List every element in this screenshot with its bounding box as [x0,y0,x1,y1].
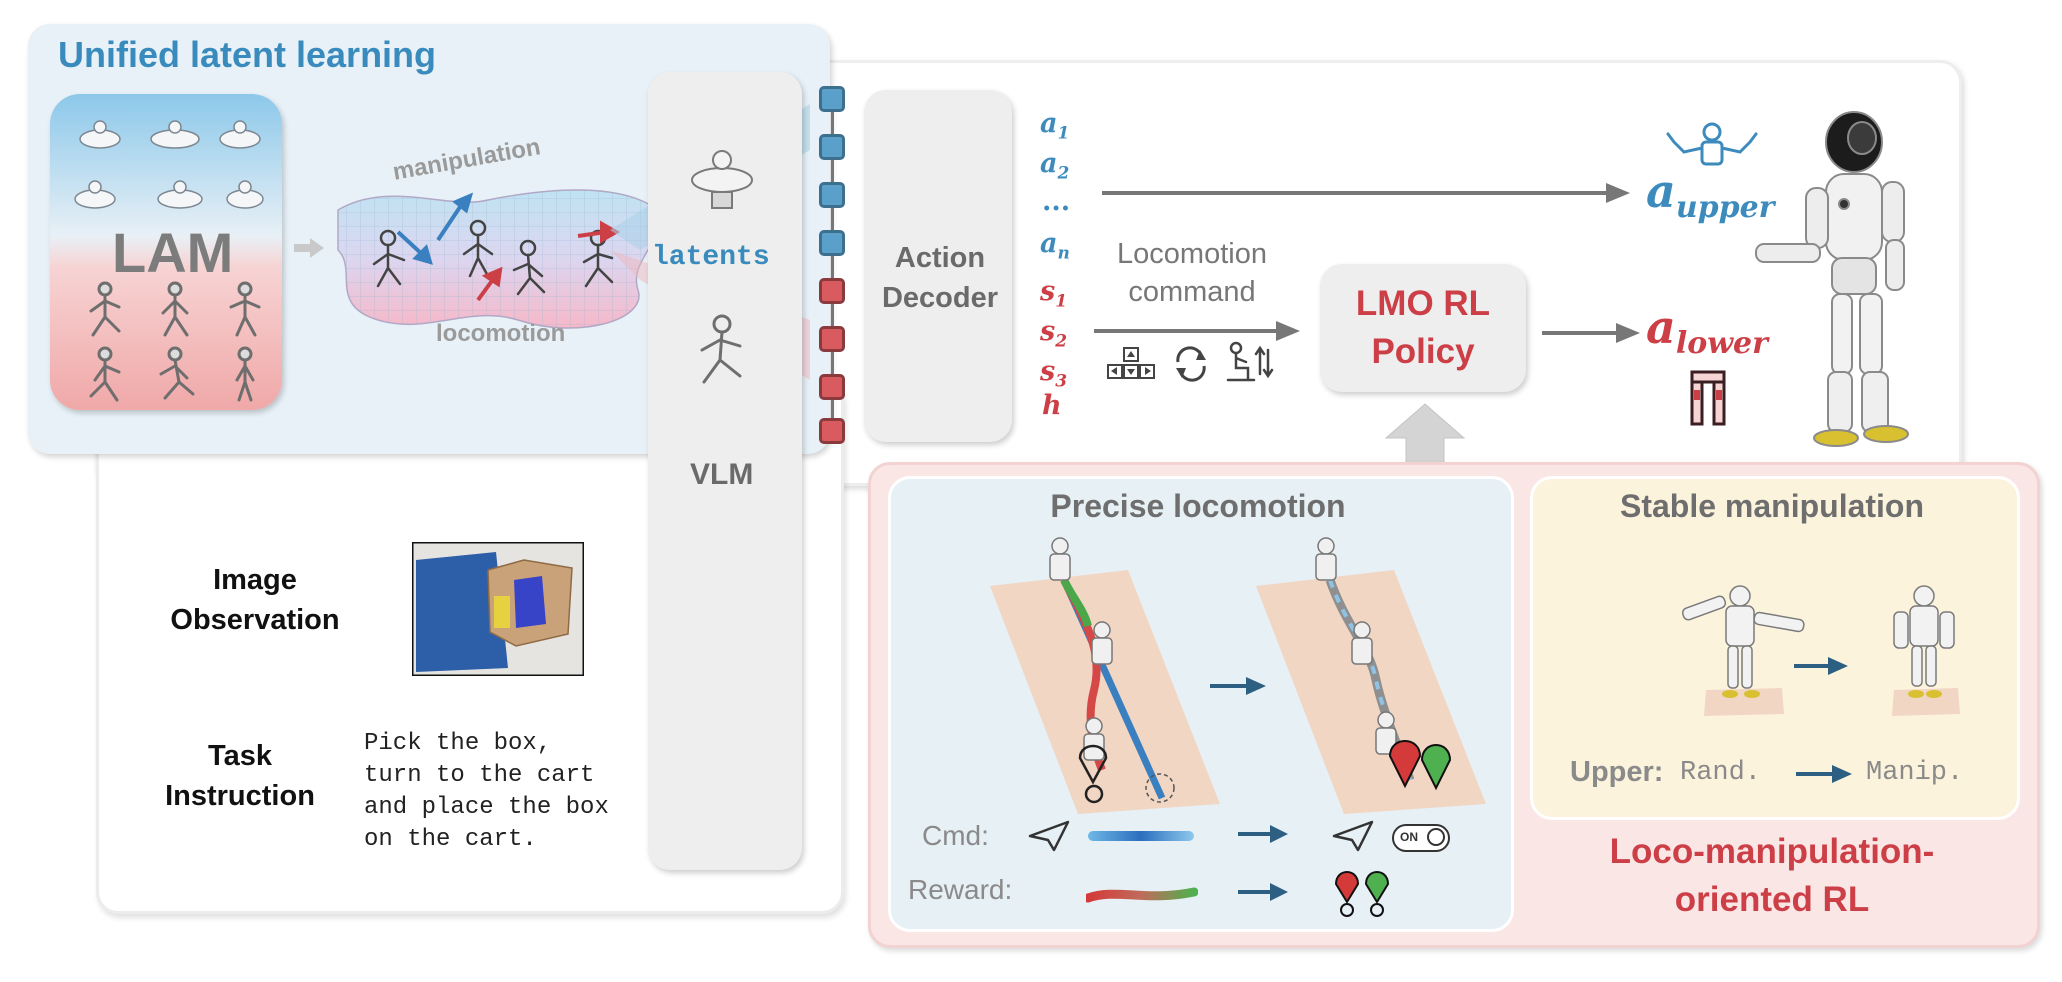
command-arrow [1094,321,1300,341]
action-decoder-line2: Decoder [881,282,999,314]
keyboard-arrows-icon [1107,347,1155,379]
manip-random-robot [1681,585,1805,716]
lam-robot-thumbnails [74,120,264,402]
image-observation-line2: Observation [170,604,340,636]
vlm-robot-manip-thumb [691,150,753,209]
locomotion-command-line2: command [1128,276,1256,308]
reward-result-pins-icon [1334,871,1390,917]
stable-manipulation-title: Stable manipulation [1619,488,1925,524]
seq-s3: s3 [1040,356,1068,392]
instruction-line: turn to the cart [364,762,595,789]
unified-latent-title: Unified latent learning [58,34,437,75]
latent-token-upper [819,134,845,160]
instruction-line: and place the box [364,794,609,821]
cmd-toggle-knob [1427,828,1445,846]
rotate-icon [1176,346,1206,382]
upper-action-arrow [1102,183,1630,203]
sit-stand-icon [1226,341,1274,382]
seq-a2: a2 [1040,148,1070,184]
vlm-label: VLM [690,458,754,491]
lmo-policy-card [1320,264,1526,392]
rl-title-line1: Loco-manipulation- [1609,832,1935,871]
task-instruction-line1: Task [208,740,272,772]
manip-stable-robot [1892,585,1960,716]
action-decoder-line1: Action [894,242,986,274]
latent-token-upper [819,86,845,112]
upper-to-value: Manip. [1866,758,1964,788]
cmd-send-icon [1028,820,1070,852]
latent-token-lower [819,278,845,304]
locomotion-command-line1: Locomotion [1117,238,1267,270]
seq-s2: s2 [1040,316,1068,352]
manip-stage-arrow [1794,657,1848,675]
reward-label: Reward: [908,874,1013,905]
latent-manifold [337,189,661,329]
cmd-toggle-text: ON [1400,830,1418,844]
locomotion-before-scene [990,537,1220,814]
a-lower-output: alower [1646,300,1768,362]
latent-token-lower [819,326,845,352]
cmd-result-arrow [1238,825,1288,843]
humanoid-robot-image [1755,111,1909,447]
latents-label: latents [652,242,770,273]
cmd-toggle: ON [1392,824,1450,852]
instruction-line: Pick the box, [364,730,552,757]
upper-from-value: Rand. [1680,758,1762,788]
vlm-robot-loco-thumb [700,314,742,384]
cmd-gradient-bar [1088,831,1194,841]
lam-to-manifold-arrow [294,238,324,258]
action-decoder-card [864,90,1012,442]
policy-lower-arrow [1542,323,1640,343]
upper-transition-arrow [1796,765,1852,783]
latent-token-lower [819,418,845,444]
a-upper-output: aupper [1646,164,1775,226]
upper-body-icon [1666,122,1758,166]
reward-gradient-bar [1086,887,1198,903]
seq-an: an [1040,228,1070,264]
cmd-label: Cmd: [922,820,989,851]
stable-manipulation-panel [1530,476,2020,820]
reward-result-arrow [1238,883,1288,901]
seq-h: h [1042,390,1062,421]
token-rail [831,88,834,432]
seq-s1: s1 [1040,276,1068,312]
rl-title-line2: oriented RL [1674,880,1870,919]
manifold-locomotion-label: locomotion [436,320,566,347]
lmo-policy-line1: LMO RL [1355,284,1491,323]
upper-label: Upper: [1570,756,1664,788]
lam-label: LAM [112,221,234,284]
precise-locomotion-title: Precise locomotion [1050,488,1346,524]
rl-to-policy-arrow [1384,403,1466,465]
lmo-policy-line2: Policy [1371,332,1475,371]
seq-dots: ... [1042,186,1071,217]
image-observation-line1: Image [213,564,297,596]
seq-a1: a1 [1040,108,1070,144]
latent-token-lower [819,374,845,400]
latent-token-upper [819,182,845,208]
observation-photo [412,542,584,676]
locomotion-stage-arrow [1210,677,1266,695]
lower-body-icon [1690,370,1726,426]
instruction-line: on the cart. [364,826,537,853]
latent-token-upper [819,230,845,256]
cmd-result-send-icon [1332,820,1374,852]
locomotion-after-scene [1256,537,1486,814]
task-instruction-line2: Instruction [165,780,315,812]
